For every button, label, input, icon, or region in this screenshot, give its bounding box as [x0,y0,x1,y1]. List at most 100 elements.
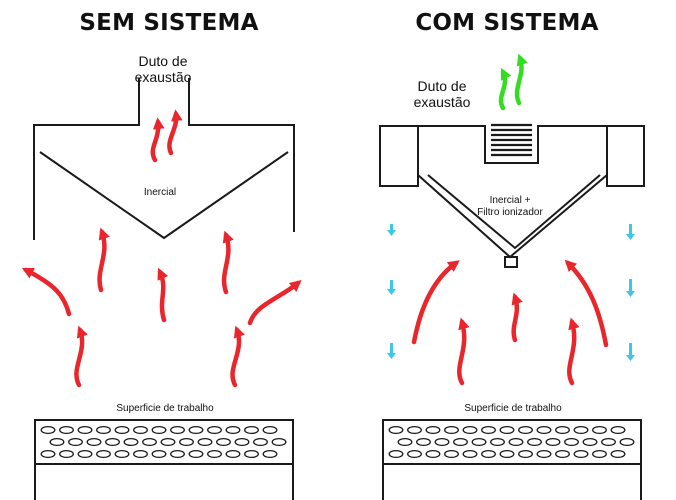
perforation-slot [59,425,74,435]
perforation-slot [527,437,542,447]
perforation-slot [499,425,515,435]
red-arrow [457,317,470,386]
red-arrow [411,260,460,345]
perforation-slot [170,449,185,459]
perforation-slot [123,437,139,447]
perforation-slot [573,449,589,459]
red-arrow [247,280,302,326]
perforation-slot [481,449,496,459]
left-hood [33,78,295,240]
perforation-slot [425,449,441,459]
perforation-slot [499,449,515,459]
perforation-slot [610,449,626,459]
perforation-slot [86,437,102,447]
perforation-slot [179,437,194,447]
red-arrow [157,267,169,323]
perforation-slot [68,437,83,447]
perforation-slot [225,449,241,459]
perforation-slot [271,437,287,447]
perforation-slot [40,425,56,435]
red-arrow [97,227,110,293]
perforation-slot [462,449,478,459]
blue-arrow [387,280,396,295]
red-arrow [564,259,609,348]
left-duct-label: Duto de exaustão [134,53,192,86]
blue-arrow [387,224,396,236]
perforation-slot [96,425,111,435]
clean-air-arrows [498,53,528,111]
perforation-slot [416,437,431,447]
perforation-slot [40,449,56,459]
perforation-slot [453,437,468,447]
left-polluted-air-arrows [21,109,302,388]
perforation-slot [619,437,635,447]
perforation-slot [262,425,278,435]
perforation-slot [160,437,176,447]
perforation-slot [216,437,231,447]
red-arrow [511,292,523,343]
left-surface-label: Superficie de trabalho [116,403,214,414]
perforation-slot [151,449,167,459]
perforation-slot [225,425,241,435]
downflow-air-arrows [387,224,635,361]
perforation-slot [601,437,616,447]
perforation-slot [407,425,422,435]
blue-arrow [626,224,635,240]
right-duct-label: Duto de exaustão [413,78,471,111]
red-arrow [221,230,234,295]
perforation-slot [388,425,404,435]
perforation-slot [388,449,404,459]
left-work-surface [34,419,294,500]
perforation-slot [508,437,524,447]
perforation-slot [592,449,607,459]
perforation-slot [207,425,222,435]
perforation-slot [244,449,259,459]
perforation-slot [545,437,561,447]
right-work-surface [382,419,642,500]
perforation-slot [471,437,487,447]
perforation-slot [133,449,148,459]
perforation-slot [170,425,185,435]
perforation-slot [582,437,598,447]
perforation-slot [133,425,148,435]
ionizer-filter [491,123,532,157]
perforation-slot [96,449,111,459]
perforation-slot [462,425,478,435]
perforation-slot [407,449,422,459]
perforation-slot [490,437,505,447]
perforation-slot [207,449,222,459]
perforation-slot [555,449,570,459]
perforation-slot [425,425,441,435]
perforation-slot [114,449,130,459]
perforation-slot [105,437,120,447]
perforation-slot [188,425,204,435]
right-hood-label: Inercial + Filtro ionizador [477,195,543,218]
perforation-slot [151,425,167,435]
perforation-slot [573,425,589,435]
perforation-slot [397,437,413,447]
perforation-slot [188,449,204,459]
left-surface-perforations [40,425,287,459]
perforation-slot [555,425,570,435]
red-arrow [21,267,72,317]
red-arrow [230,325,245,388]
right-surface-perforations [388,425,635,459]
perforation-slot [142,437,157,447]
perforation-slot [244,425,259,435]
perforation-slot [59,449,74,459]
perforation-slot [481,425,496,435]
perforation-slot [536,449,552,459]
left-panel-title: SEM SISTEMA [79,10,259,36]
perforation-slot [518,425,533,435]
perforation-slot [262,449,278,459]
red-arrow [74,325,88,388]
perforation-slot [197,437,213,447]
perforation-slot [77,425,93,435]
perforation-slot [592,425,607,435]
green-arrow [514,53,528,106]
perforation-slot [253,437,268,447]
right-polluted-air-arrows [411,259,609,386]
perforation-slot [518,449,533,459]
red-arrow [167,109,183,156]
